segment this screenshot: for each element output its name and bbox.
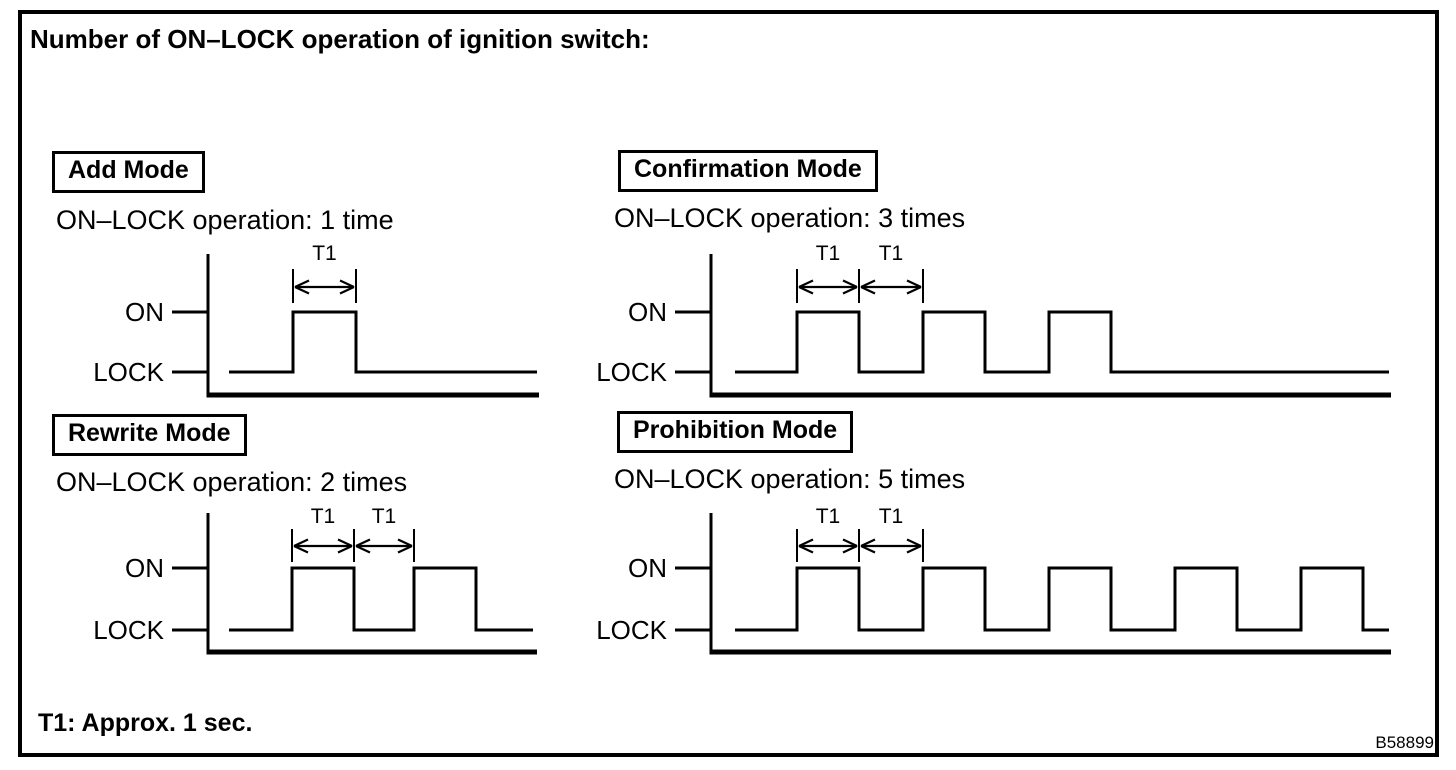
t1-arrowhead	[842, 286, 858, 295]
operation-text-rewrite: ON–LOCK operation: 2 times	[56, 467, 408, 497]
t1-arrowhead	[906, 279, 922, 288]
operation-text-add: ON–LOCK operation: 1 time	[56, 205, 394, 235]
signal-trace	[735, 310, 1389, 374]
figure-border	[18, 10, 1439, 757]
on-level-label: ON	[628, 553, 667, 583]
t1-arrowhead	[294, 286, 310, 295]
on-level-label: ON	[125, 297, 164, 327]
t1-arrowhead	[294, 279, 310, 288]
operation-text-confirmation: ON–LOCK operation: 3 times	[614, 203, 966, 233]
t1-interval-label: T1	[879, 505, 904, 528]
t1-footnote: T1: Approx. 1 sec.	[38, 709, 253, 737]
t1-interval-label: T1	[312, 242, 337, 265]
waveform-rewrite: ON LOCK T1 T1	[93, 505, 537, 655]
t1-arrowhead	[906, 538, 922, 547]
t1-arrowhead	[798, 538, 814, 547]
figure-code: B58899	[1375, 733, 1434, 752]
t1-arrowhead	[860, 545, 876, 554]
t1-arrowhead	[337, 545, 353, 554]
t1-arrowhead	[397, 538, 413, 547]
signal-trace	[229, 310, 537, 374]
t1-interval-label: T1	[879, 242, 904, 265]
on-level-label: ON	[628, 297, 667, 327]
mode-label-prohibition: Prohibition Mode	[617, 411, 854, 453]
t1-interval-label: T1	[311, 505, 336, 528]
t1-arrowhead	[842, 279, 858, 288]
t1-arrowhead	[798, 545, 814, 554]
mode-label-rewrite: Rewrite Mode	[52, 414, 247, 456]
t1-arrowhead	[842, 538, 858, 547]
waveform-confirmation: ON LOCK T1 T1	[596, 242, 1391, 398]
t1-arrowhead	[906, 545, 922, 554]
lock-level-label: LOCK	[93, 357, 164, 387]
t1-interval-label: T1	[816, 242, 841, 265]
lock-level-label: LOCK	[596, 357, 667, 387]
t1-arrowhead	[355, 538, 371, 547]
t1-arrowhead	[355, 545, 371, 554]
t1-arrowhead	[860, 286, 876, 295]
waveform-prohibition: ON LOCK T1 T1	[596, 505, 1391, 655]
t1-arrowhead	[293, 538, 309, 547]
t1-arrowhead	[339, 286, 355, 295]
t1-arrowhead	[798, 286, 814, 295]
waveform-add: ON LOCK T1	[93, 242, 539, 398]
t1-arrowhead	[397, 545, 413, 554]
t1-interval-label: T1	[372, 505, 397, 528]
t1-arrowhead	[339, 279, 355, 288]
t1-arrowhead	[337, 538, 353, 547]
t1-arrowhead	[842, 545, 858, 554]
t1-arrowhead	[860, 538, 876, 547]
t1-arrowhead	[293, 545, 309, 554]
signal-trace	[229, 566, 533, 632]
figure-title: Number of ON–LOCK operation of ignition …	[30, 24, 650, 54]
lock-level-label: LOCK	[93, 615, 164, 645]
on-level-label: ON	[125, 553, 164, 583]
lock-level-label: LOCK	[596, 615, 667, 645]
t1-arrowhead	[860, 279, 876, 288]
t1-arrowhead	[906, 286, 922, 295]
operation-text-prohibition: ON–LOCK operation: 5 times	[614, 464, 966, 494]
t1-interval-label: T1	[816, 505, 841, 528]
t1-arrowhead	[798, 279, 814, 288]
mode-label-add: Add Mode	[52, 151, 205, 193]
mode-label-confirmation: Confirmation Mode	[618, 150, 878, 192]
signal-trace	[735, 566, 1389, 632]
